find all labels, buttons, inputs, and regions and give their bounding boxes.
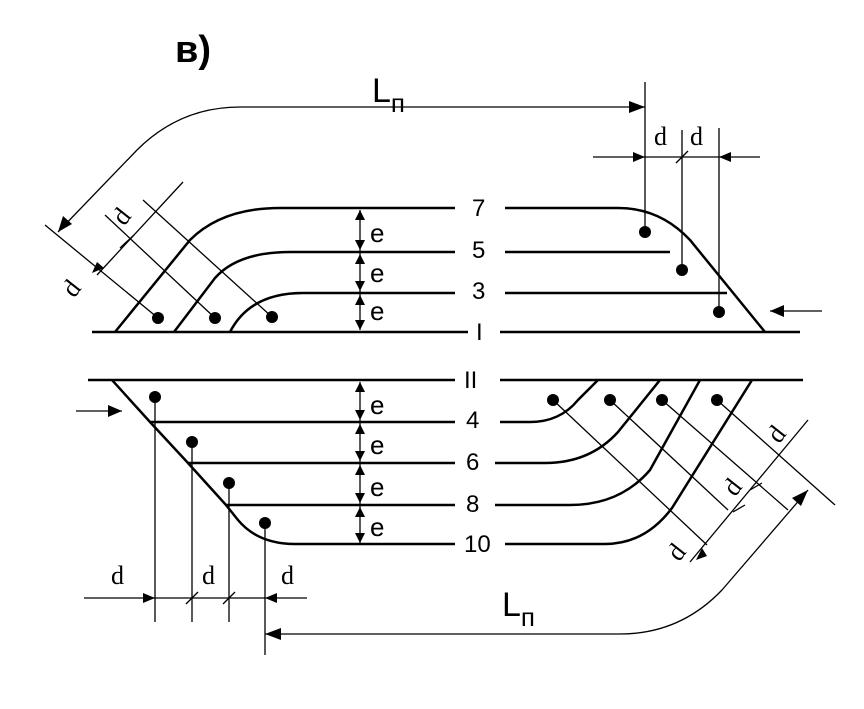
offset-dimension-line-upper-left: [96, 181, 184, 276]
spacing-dimension-lower: [355, 382, 365, 543]
offset-line-l: [609, 399, 729, 511]
offset-arrow: [719, 152, 731, 162]
offset-label-upper-left-2: d: [106, 202, 137, 230]
offset-dimension-line-lower-right: [689, 419, 809, 563]
track-label-5: 5: [472, 237, 485, 264]
track-label-10: 10: [464, 531, 491, 558]
spacing-label-5-3: e: [370, 258, 384, 288]
offset-line-b: [104, 214, 216, 319]
track-label-4: 4: [466, 407, 479, 434]
figure-label: в): [175, 29, 211, 71]
offset-tick: [749, 482, 763, 491]
track-label-3: 3: [472, 278, 485, 305]
spacing-label-7-5: e: [370, 218, 384, 248]
switch-point-lower-right-3: [656, 394, 668, 406]
length-label-upper: Lп: [372, 72, 405, 118]
track-7-right: [505, 206, 766, 333]
switch-point-upper-left-3: [266, 311, 278, 323]
spacing-label-6-8: e: [370, 472, 384, 502]
offset-arrow: [633, 152, 645, 162]
offset-tick: [119, 234, 135, 249]
switch-point-upper-right-3: [713, 306, 725, 318]
switch-point-lower-right-1: [547, 394, 559, 406]
switch-point-lower-left-4: [259, 517, 271, 529]
switch-point-lower-left-2: [186, 436, 198, 448]
track-7-left: [114, 206, 455, 333]
length-arrow: [792, 490, 808, 506]
track-6-right: [495, 379, 661, 465]
track-label-8: 8: [466, 491, 479, 518]
track-label-7: 7: [472, 195, 485, 222]
switch-point-lower-right-2: [604, 394, 616, 406]
offset-tick: [185, 591, 199, 605]
direction-arrow-head: [770, 305, 784, 317]
length-arrow: [629, 101, 645, 113]
switch-point-upper-right-1: [639, 226, 651, 238]
offset-line-n: [716, 399, 836, 506]
offset-label-lower-left-3: d: [281, 561, 294, 590]
offset-line-c: [142, 199, 273, 318]
switch-point-upper-left-1: [152, 312, 164, 324]
offset-tick: [675, 150, 689, 164]
track-4-left: [111, 379, 455, 424]
track-10-left: [225, 504, 455, 546]
offset-label-lower-right-2: d: [717, 473, 748, 501]
offset-arrow: [143, 593, 155, 603]
spacing-label-II-4: e: [370, 390, 384, 420]
track-label-I: I: [476, 319, 483, 346]
track-label-II: II: [464, 367, 477, 394]
offset-tick: [222, 591, 236, 605]
spacing-label-8-10: e: [370, 512, 384, 542]
track-5-left: [173, 250, 455, 333]
offset-label-upper-left-1: d: [56, 274, 87, 302]
length-dimension-lower: [265, 489, 809, 635]
length-arrow: [265, 628, 281, 640]
spacing-label-4-6: e: [370, 430, 384, 460]
offset-tick: [732, 504, 746, 513]
direction-arrow-head: [108, 405, 122, 417]
switch-point-lower-right-4: [711, 394, 723, 406]
switch-point-lower-left-3: [223, 477, 235, 489]
spacing-label-3-I: e: [370, 296, 384, 326]
length-arrow: [58, 216, 72, 232]
offset-arrow: [92, 262, 104, 273]
track-label-6: 6: [466, 449, 479, 476]
switch-point-lower-left-1: [149, 391, 161, 403]
offset-label-lower-left-1: d: [111, 561, 124, 590]
track-3-left: [228, 291, 455, 333]
length-dimension-upper: [57, 106, 645, 233]
offset-label-lower-left-2: d: [202, 561, 215, 590]
switch-point-upper-left-2: [209, 312, 221, 324]
track-4-right: [500, 379, 599, 424]
offset-line-a: [44, 224, 159, 319]
offset-line-m: [661, 399, 789, 511]
offset-label-upper-right-1: d: [654, 122, 667, 151]
offset-arrow: [265, 593, 277, 603]
length-label-lower: Lп: [502, 586, 535, 632]
offset-label-upper-right-2: d: [690, 122, 703, 151]
spacing-dimension-upper: [355, 210, 365, 330]
track-8-right: [495, 379, 702, 507]
switch-point-upper-right-2: [676, 264, 688, 276]
offset-arrow: [696, 548, 707, 560]
offset-label-lower-right-1: d: [661, 538, 692, 566]
offset-line-k: [552, 399, 708, 546]
